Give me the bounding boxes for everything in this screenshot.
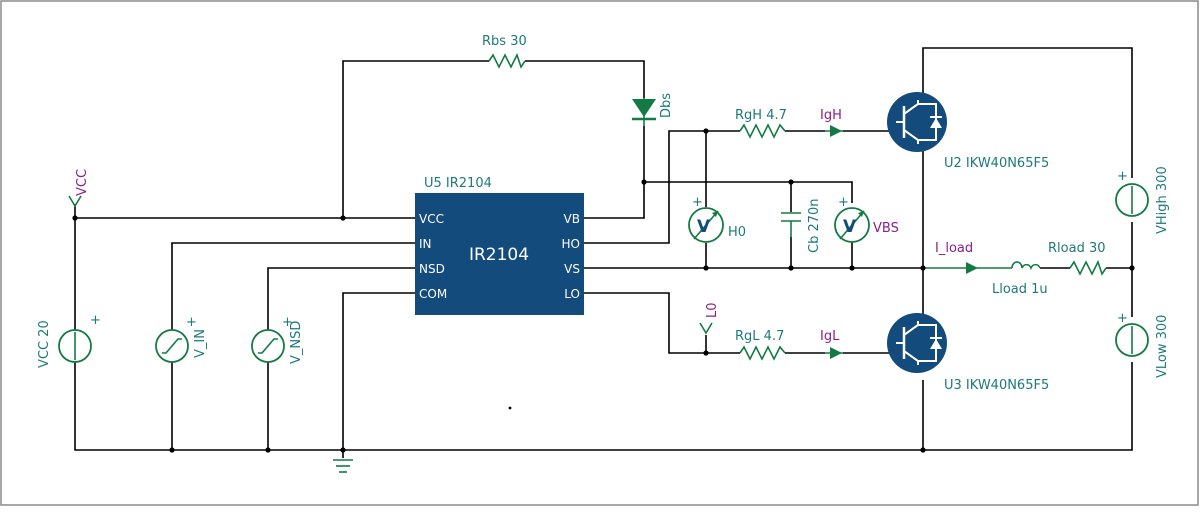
- label-igh: IgH: [820, 108, 842, 123]
- source-v-nsd[interactable]: [251, 329, 285, 363]
- svg-text:V: V: [697, 217, 711, 237]
- plus-h0: +: [692, 195, 703, 210]
- ammeter-igh[interactable]: [825, 125, 843, 137]
- label-lload: Lload 1u: [992, 282, 1048, 297]
- plus-v-in: +: [186, 315, 197, 330]
- label-dbs: Dbs: [659, 93, 674, 118]
- label-vcc-probe: VCC: [75, 169, 90, 196]
- label-rgh: RgH 4.7: [735, 108, 787, 123]
- chip-ir2104[interactable]: VCC IN NSD COM VB HO VS LO IR2104: [415, 193, 584, 315]
- pin-vcc: VCC: [419, 212, 444, 226]
- voltmeter-vbs[interactable]: V: [834, 207, 870, 243]
- label-igl: IgL: [820, 329, 840, 344]
- voltmeter-h0[interactable]: V: [688, 207, 724, 243]
- pin-vs: VS: [564, 262, 580, 276]
- resistor-rgl[interactable]: [739, 345, 786, 361]
- label-vhigh: VHigh 300: [1155, 166, 1170, 234]
- pin-lo: LO: [564, 287, 580, 301]
- plus-vhigh: +: [1117, 169, 1128, 184]
- chip-name: IR2104: [469, 245, 529, 265]
- source-vlow[interactable]: [1115, 323, 1149, 357]
- label-vcc-src: VCC 20: [37, 320, 52, 368]
- source-vcc[interactable]: [58, 329, 92, 363]
- resistor-rgh[interactable]: [739, 123, 786, 139]
- label-h0: H0: [728, 225, 746, 240]
- label-vbs: VBS: [873, 221, 899, 236]
- label-rgl: RgL 4.7: [735, 329, 784, 344]
- label-v-in: V_IN: [193, 329, 208, 358]
- resistor-rbs[interactable]: [488, 52, 526, 69]
- plus-v-nsd: +: [282, 315, 293, 330]
- label-v-nsd: V_NSD: [289, 321, 304, 364]
- ammeter-igl[interactable]: [825, 347, 843, 359]
- pin-nsd: NSD: [419, 262, 445, 276]
- plus-vcc: +: [90, 313, 101, 328]
- plus-vlow: +: [1117, 311, 1128, 326]
- probe-vcc[interactable]: [68, 195, 82, 208]
- inductor-lload[interactable]: [1011, 261, 1041, 271]
- pin-in: IN: [419, 237, 432, 251]
- plus-vbs: +: [838, 195, 849, 210]
- pin-com: COM: [419, 287, 447, 301]
- source-vhigh[interactable]: [1115, 183, 1149, 217]
- label-l0: L0: [705, 302, 720, 318]
- label-cb: Cb 270n: [807, 198, 822, 253]
- wires: [74, 47, 1133, 458]
- resistor-rload[interactable]: [1069, 259, 1107, 276]
- igbt-u3[interactable]: [887, 313, 947, 373]
- label-rload: Rload 30: [1048, 241, 1106, 256]
- label-i-load: I_load: [935, 241, 973, 256]
- ground-symbol: [333, 459, 353, 473]
- svg-text:V: V: [843, 217, 857, 237]
- label-vlow: VLow 300: [1155, 315, 1170, 378]
- igbt-u2[interactable]: [887, 92, 947, 152]
- capacitor-cb[interactable]: [781, 212, 801, 237]
- label-rbs: Rbs 30: [482, 34, 527, 49]
- pin-ho: HO: [562, 237, 580, 251]
- label-u5: U5 IR2104: [424, 176, 492, 191]
- probe-l0[interactable]: [699, 322, 713, 335]
- source-v-in[interactable]: [155, 329, 189, 363]
- diode-dbs[interactable]: [632, 98, 656, 126]
- pin-vb: VB: [564, 212, 580, 226]
- label-u3: U3 IKW40N65F5: [944, 378, 1049, 393]
- ammeter-i-load[interactable]: [966, 262, 978, 274]
- junction-dots: [72, 128, 1135, 453]
- label-u2: U2 IKW40N65F5: [944, 156, 1049, 171]
